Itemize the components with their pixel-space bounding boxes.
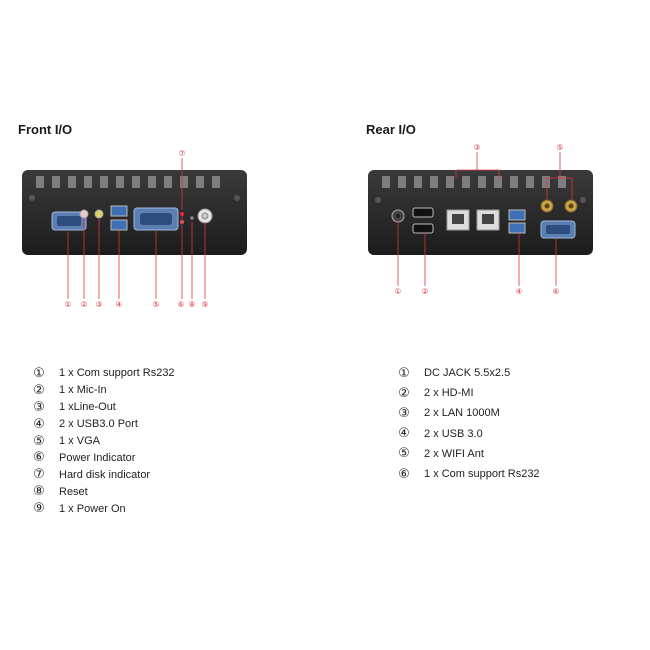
legend-text: 1 x Com support Rs232 <box>59 367 175 380</box>
hdd-indicator-led <box>180 220 184 224</box>
com-port <box>51 211 87 231</box>
legend-text: 1 x Power On <box>59 502 126 515</box>
legend-text: Reset <box>59 485 88 498</box>
legend-text: DC JACK 5.5x2.5 <box>424 367 511 380</box>
legend-text: 2 x USB3.0 Port <box>59 418 138 431</box>
rear-io-legend: ① DC JACK 5.5x2.5 ② 2 x HD-MI ③ 2 x LAN 100… <box>397 363 540 484</box>
legend-text: 2 x LAN 1000M <box>424 407 500 420</box>
legend-number: ② <box>398 385 410 401</box>
legend-number: ⑤ <box>33 433 45 449</box>
front-panel-device <box>22 170 247 255</box>
front-callout-8: ⑧ <box>188 300 195 309</box>
rear-panel-device <box>368 170 593 255</box>
legend-number: ⑨ <box>33 501 45 517</box>
legend-number: ⑥ <box>398 466 410 482</box>
reset-button-dot <box>190 216 194 220</box>
dc-jack <box>391 209 405 223</box>
legend-number: ③ <box>398 405 410 421</box>
legend-item: ③ 2 x LAN 1000M <box>397 403 540 423</box>
legend-text: 1 x Mic-In <box>59 384 107 397</box>
legend-number: ⑥ <box>33 450 45 466</box>
front-callout-4: ④ <box>115 300 122 309</box>
front-io-legend: ① 1 x Com support Rs232 ② 1 x Mic-In ③ 1 xL… <box>32 365 175 517</box>
wifi-antenna-connectors <box>540 199 578 213</box>
legend-number: ⑧ <box>33 484 45 500</box>
legend-text: 1 xLine-Out <box>59 401 116 414</box>
power-button <box>197 208 213 224</box>
legend-number: ② <box>33 382 45 398</box>
mic-in-jack <box>79 209 89 219</box>
vga-port <box>133 207 179 231</box>
legend-item: ⑧ Reset <box>32 483 175 500</box>
heatsink-fins <box>36 176 220 188</box>
legend-item: ③ 1 xLine-Out <box>32 399 175 416</box>
front-io-heading: Front I/O <box>18 122 73 137</box>
rear-callout-2: ② <box>421 287 428 296</box>
legend-item: ⑨ 1 x Power On <box>32 500 175 517</box>
legend-item: ⑥ 1 x Com support Rs232 <box>397 464 540 484</box>
legend-number: ⑦ <box>33 467 45 483</box>
rear-callout-3: ③ <box>473 143 480 152</box>
front-callout-9: ⑨ <box>201 300 208 309</box>
legend-item: ⑦ Hard disk indicator <box>32 466 175 483</box>
rear-callout-6: ⑥ <box>552 287 559 296</box>
legend-item: ⑥ Power Indicator <box>32 449 175 466</box>
legend-number: ④ <box>398 426 410 442</box>
rear-callout-4: ④ <box>515 287 522 296</box>
front-callout-3: ③ <box>95 300 102 309</box>
legend-text: 1 x Com support Rs232 <box>424 468 540 481</box>
com-port-rear <box>540 220 576 239</box>
rear-callout-5: ⑤ <box>556 143 563 152</box>
legend-text: Hard disk indicator <box>59 468 151 481</box>
rear-callout-1: ① <box>394 287 401 296</box>
front-callout-7: ⑦ <box>178 149 185 158</box>
legend-text: 2 x USB 3.0 <box>424 427 483 440</box>
legend-item: ② 1 x Mic-In <box>32 382 175 399</box>
legend-item: ⑤ 1 x VGA <box>32 433 175 450</box>
legend-number: ④ <box>33 416 45 432</box>
legend-text: 2 x HD-MI <box>424 387 474 400</box>
power-indicator-led <box>180 212 184 216</box>
usb3-ports-rear <box>508 209 526 234</box>
front-callout-5: ⑤ <box>152 300 159 309</box>
line-out-jack <box>94 209 104 219</box>
lan-ports <box>446 209 500 231</box>
legend-item: ① 1 x Com support Rs232 <box>32 365 175 382</box>
legend-text: 2 x WIFI Ant <box>424 447 484 460</box>
legend-item: ⑤ 2 x WIFI Ant <box>397 444 540 464</box>
legend-item: ④ 2 x USB 3.0 <box>397 424 540 444</box>
legend-number: ① <box>33 365 45 381</box>
rear-io-heading: Rear I/O <box>366 122 416 137</box>
legend-number: ③ <box>33 399 45 415</box>
legend-number: ⑤ <box>398 446 410 462</box>
legend-text: Power Indicator <box>59 451 136 464</box>
legend-number: ① <box>398 365 410 381</box>
legend-item: ① DC JACK 5.5x2.5 <box>397 363 540 383</box>
front-callout-1: ① <box>64 300 71 309</box>
front-callout-2: ② <box>80 300 87 309</box>
front-callout-6: ⑥ <box>177 300 184 309</box>
legend-item: ④ 2 x USB3.0 Port <box>32 416 175 433</box>
legend-text: 1 x VGA <box>59 435 100 447</box>
legend-item: ② 2 x HD-MI <box>397 383 540 403</box>
hdmi-ports <box>412 207 434 234</box>
